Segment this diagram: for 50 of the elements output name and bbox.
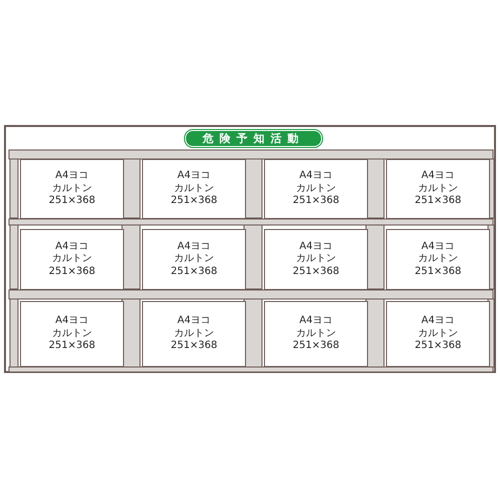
card-label: 251×368 [292, 195, 340, 208]
card-label: カルトン [418, 253, 458, 266]
card-label: カルトン [174, 328, 214, 340]
card-label: 251×368 [414, 266, 462, 278]
card-label: カルトン [296, 253, 336, 266]
card-label: A4ヨコ [299, 170, 333, 183]
card-slot [142, 301, 246, 367]
card-label: カルトン [296, 182, 336, 196]
card-label: 251×368 [48, 266, 96, 278]
card-label: カルトン [174, 253, 214, 266]
card-label: カルトン [52, 328, 92, 340]
card-label: 251×368 [170, 266, 218, 278]
card-slot [386, 301, 490, 367]
card-label: カルトン [174, 182, 214, 196]
card-label: A4ヨコ [55, 170, 89, 183]
card-label: 251×368 [414, 340, 462, 353]
card-slot [142, 159, 246, 219]
card-label: カルトン [52, 182, 92, 196]
card-label: A4ヨコ [177, 240, 211, 254]
card-slot [264, 229, 368, 290]
card-label: 251×368 [292, 266, 340, 278]
card-slot [20, 159, 124, 219]
card-label: 251×368 [170, 195, 218, 208]
card-label: 251×368 [414, 195, 462, 208]
card-slot [264, 159, 368, 219]
card-label: A4ヨコ [55, 315, 89, 328]
title-text: 危険予知活動 [202, 131, 304, 146]
card-label: A4ヨコ [55, 240, 89, 254]
card-slot [386, 159, 490, 219]
card-label: A4ヨコ [421, 240, 455, 254]
card-slot [386, 229, 490, 290]
card-slot [20, 301, 124, 367]
card-label: A4ヨコ [421, 170, 455, 183]
card-slot [142, 229, 246, 290]
card-label: A4ヨコ [299, 315, 333, 328]
card-label: A4ヨコ [177, 170, 211, 183]
card-slot [20, 229, 124, 290]
card-label: 251×368 [292, 340, 340, 353]
card-label: 251×368 [48, 195, 96, 208]
card-label: カルトン [418, 182, 458, 196]
title-plate [185, 130, 322, 147]
card-label: 251×368 [170, 340, 218, 353]
card-label: A4ヨコ [299, 240, 333, 254]
card-label: カルトン [418, 328, 458, 340]
card-label: 251×368 [48, 340, 96, 353]
card-slot [264, 301, 368, 367]
card-label: A4ヨコ [177, 315, 211, 328]
card-label: カルトン [296, 328, 336, 340]
card-label: A4ヨコ [421, 315, 455, 328]
card-label: カルトン [52, 253, 92, 266]
